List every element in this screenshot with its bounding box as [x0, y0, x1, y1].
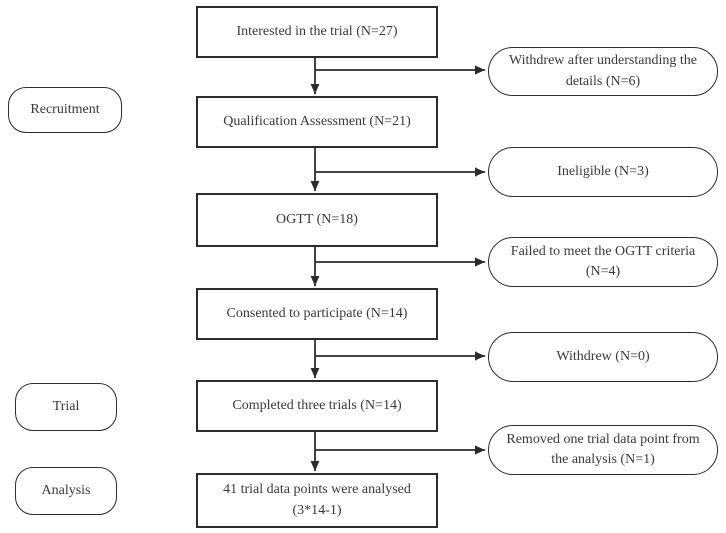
step-data-points-analysed-label: 41 trial data points were analysed (3*14…	[223, 482, 411, 518]
exclusion-withdrew: Withdrew (N=0)	[488, 332, 718, 382]
step-ogtt: OGTT (N=18)	[196, 193, 438, 247]
step-interested-label: Interested in the trial (N=27)	[236, 23, 398, 39]
phase-analysis-label: Analysis	[41, 482, 91, 498]
phase-trial-label: Trial	[52, 398, 80, 414]
phase-analysis: Analysis	[15, 467, 117, 515]
exclusion-removed-data-point: Removed one trial data point from the an…	[488, 425, 718, 475]
step-completed-trials: Completed three trials (N=14)	[196, 380, 438, 432]
step-completed-trials-label: Completed three trials (N=14)	[232, 397, 402, 413]
exclusion-withdrew-details: Withdrew after understanding the details…	[488, 47, 718, 96]
phase-recruitment: Recruitment	[8, 87, 122, 133]
step-consented-label: Consented to participate (N=14)	[226, 305, 408, 321]
exclusion-failed-ogtt: Failed to meet the OGTT criteria (N=4)	[488, 237, 718, 287]
step-qualification-assessment: Qualification Assessment (N=21)	[196, 96, 438, 148]
step-qualification-assessment-label: Qualification Assessment (N=21)	[223, 113, 411, 129]
exclusion-failed-ogtt-label: Failed to meet the OGTT criteria (N=4)	[510, 243, 696, 279]
exclusion-withdrew-label: Withdrew (N=0)	[556, 348, 650, 364]
step-data-points-analysed: 41 trial data points were analysed (3*14…	[196, 473, 438, 528]
phase-trial: Trial	[15, 383, 117, 431]
exclusion-ineligible-label: Ineligible (N=3)	[557, 163, 649, 179]
exclusion-ineligible: Ineligible (N=3)	[488, 147, 718, 197]
phase-recruitment-label: Recruitment	[30, 101, 100, 117]
step-interested: Interested in the trial (N=27)	[196, 6, 438, 58]
step-ogtt-label: OGTT (N=18)	[276, 211, 358, 227]
exclusion-removed-data-point-label: Removed one trial data point from the an…	[506, 431, 700, 467]
step-consented: Consented to participate (N=14)	[196, 288, 438, 340]
exclusion-withdrew-details-label: Withdrew after understanding the details…	[509, 53, 697, 89]
